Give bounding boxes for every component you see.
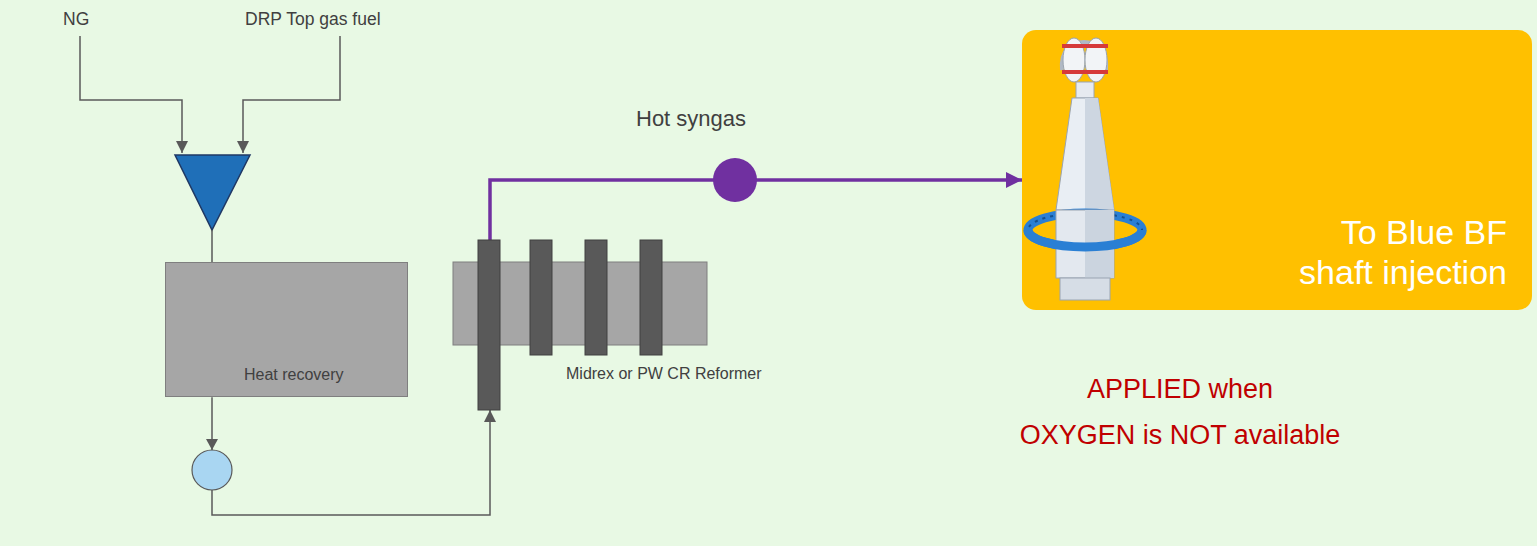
- syngas-connector: [490, 180, 1022, 240]
- flow-connector: [212, 397, 490, 515]
- top-gas-feed-line: [243, 36, 340, 153]
- blast-furnace-box: To Blue BF shaft injection: [1022, 30, 1532, 310]
- reformer-box: Midrex or PW CR Reformer: [453, 240, 707, 410]
- mixer-triangle: [175, 155, 250, 230]
- edge-label: Hot syngas: [636, 106, 746, 132]
- mixer-outlet-line: [211, 230, 213, 262]
- furnace-band: [1062, 70, 1108, 74]
- ng-feed-line: [80, 36, 182, 153]
- furnace-neck: [1076, 82, 1094, 98]
- reformer-tube: [478, 240, 500, 410]
- heat-recovery-box: Heat recovery: [165, 262, 408, 397]
- reformer-tube: [585, 240, 607, 355]
- node-label: Midrex or PW CR Reformer: [566, 364, 762, 383]
- reformer-tube: [530, 240, 552, 355]
- bustle-ring-front: [1028, 230, 1142, 247]
- blower-circle: [192, 450, 232, 490]
- syngas-marker: [713, 158, 757, 202]
- furnace-hearth: [1060, 278, 1110, 300]
- reformer-box-art: [453, 240, 707, 410]
- furnace-shaft: [1056, 98, 1114, 210]
- feed-label: NG: [63, 9, 89, 30]
- furnace-band: [1062, 44, 1108, 48]
- furnace-shade: [1085, 98, 1114, 210]
- node-label: To Blue BF shaft injection: [1299, 212, 1507, 292]
- reformer-tube: [640, 240, 662, 355]
- flow-arrowhead: [206, 439, 218, 450]
- node-label: Heat recovery: [244, 365, 344, 384]
- feed-label: DRP Top gas fuel: [245, 9, 381, 30]
- condition-note: APPLIED when OXYGEN is NOT available: [1000, 366, 1360, 458]
